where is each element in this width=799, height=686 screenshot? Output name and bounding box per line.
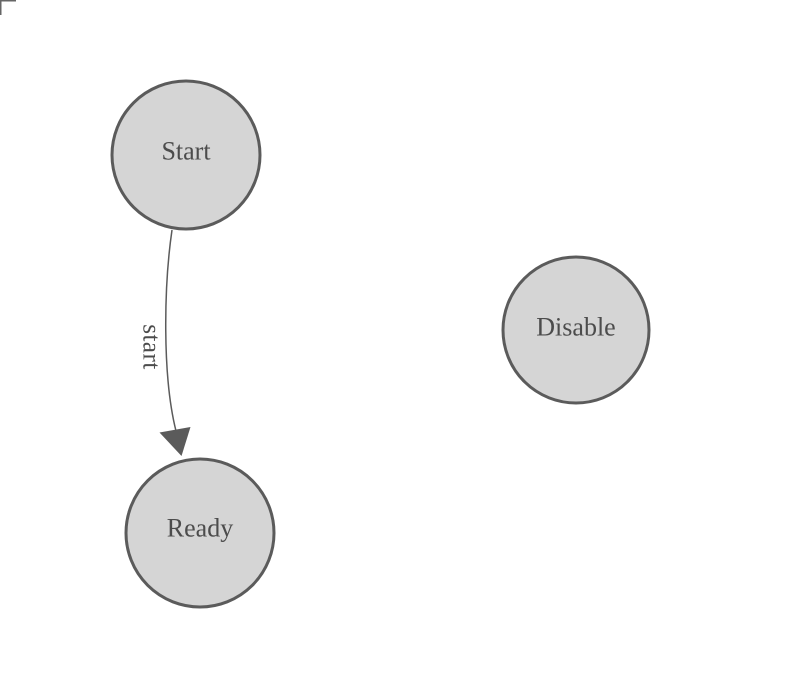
edge-arrowhead bbox=[159, 427, 191, 456]
state-circle-start[interactable] bbox=[110, 79, 262, 231]
transition-start-to-ready[interactable]: start bbox=[138, 229, 191, 456]
state-circle-ready[interactable] bbox=[124, 457, 276, 609]
origin-corner-marker bbox=[0, 0, 16, 15]
state-node-ready[interactable]: Ready bbox=[124, 457, 276, 609]
edge-path[interactable] bbox=[164, 229, 177, 432]
state-node-start[interactable]: Start bbox=[110, 79, 262, 231]
state-circle-disable[interactable] bbox=[501, 255, 651, 405]
edge-label: start bbox=[138, 324, 165, 370]
state-node-disable[interactable]: Disable bbox=[501, 255, 651, 405]
